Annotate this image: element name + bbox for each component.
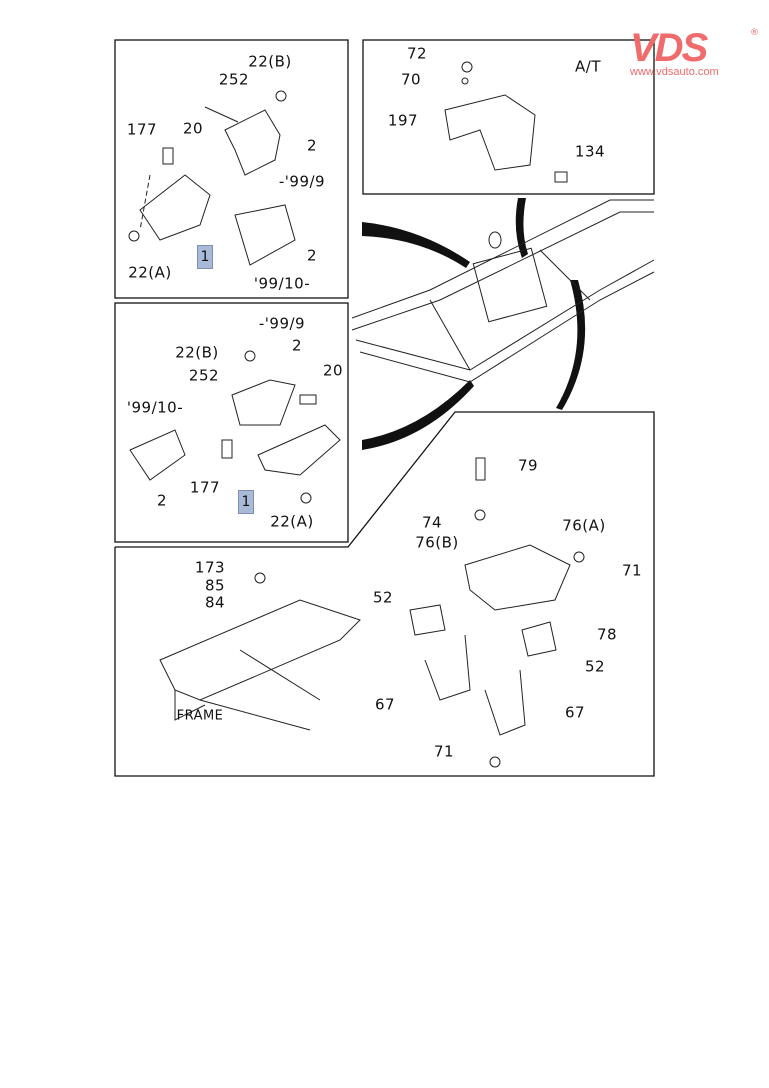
date-range-label: -'99/9 xyxy=(258,314,306,333)
part-1-badge[interactable]: 1 xyxy=(197,245,213,269)
vds-logo: VDS ® www.vdsauto.com xyxy=(630,28,760,78)
panel-at-mount xyxy=(362,39,655,195)
part-label: 76(A) xyxy=(562,516,606,535)
part-label: 71 xyxy=(621,561,643,580)
part-label: 20 xyxy=(322,361,344,380)
logo-url: www.vdsauto.com xyxy=(630,66,719,78)
date-range-label: -'99/9 xyxy=(278,172,326,191)
panel-engine-mount-rh xyxy=(114,302,349,543)
part-label: 78 xyxy=(596,625,618,644)
part-label: 52 xyxy=(584,657,606,676)
part-1-badge[interactable]: 1 xyxy=(238,490,254,514)
part-label: 252 xyxy=(218,70,250,89)
part-label: 70 xyxy=(400,70,422,89)
part-label: 71 xyxy=(433,742,455,761)
date-range-label: '99/10- xyxy=(126,398,184,417)
part-label: 2 xyxy=(291,336,303,355)
part-label: 52 xyxy=(372,588,394,607)
part-label: 134 xyxy=(574,142,606,161)
part-label: 67 xyxy=(564,703,586,722)
frame-label: FRAME xyxy=(176,708,224,724)
part-label: 252 xyxy=(188,366,220,385)
part-label: 2 xyxy=(156,491,168,510)
part-label: 22(B) xyxy=(248,52,292,71)
logo-brand: VDS xyxy=(630,26,708,70)
part-label: 84 xyxy=(204,593,226,612)
part-label: 2 xyxy=(306,246,318,265)
part-label: 20 xyxy=(182,119,204,138)
part-label: 22(A) xyxy=(128,263,172,282)
part-label: 2 xyxy=(306,136,318,155)
part-label: 67 xyxy=(374,695,396,714)
panel-engine-mount-lh xyxy=(114,39,349,299)
part-label: 79 xyxy=(517,456,539,475)
part-label: 76(B) xyxy=(415,533,459,552)
part-label: 72 xyxy=(406,44,428,63)
part-label: 85 xyxy=(204,576,226,595)
part-label: 177 xyxy=(126,120,158,139)
part-label: 197 xyxy=(387,111,419,130)
part-label: 74 xyxy=(421,513,443,532)
part-label: 22(B) xyxy=(175,343,219,362)
part-label: 22(A) xyxy=(270,512,314,531)
variant-label: A/T xyxy=(575,57,601,76)
date-range-label: '99/10- xyxy=(253,274,311,293)
part-label: 177 xyxy=(189,478,221,497)
panel-rear-mount xyxy=(114,411,655,777)
logo-registered: ® xyxy=(750,28,759,38)
part-label: 173 xyxy=(194,558,226,577)
